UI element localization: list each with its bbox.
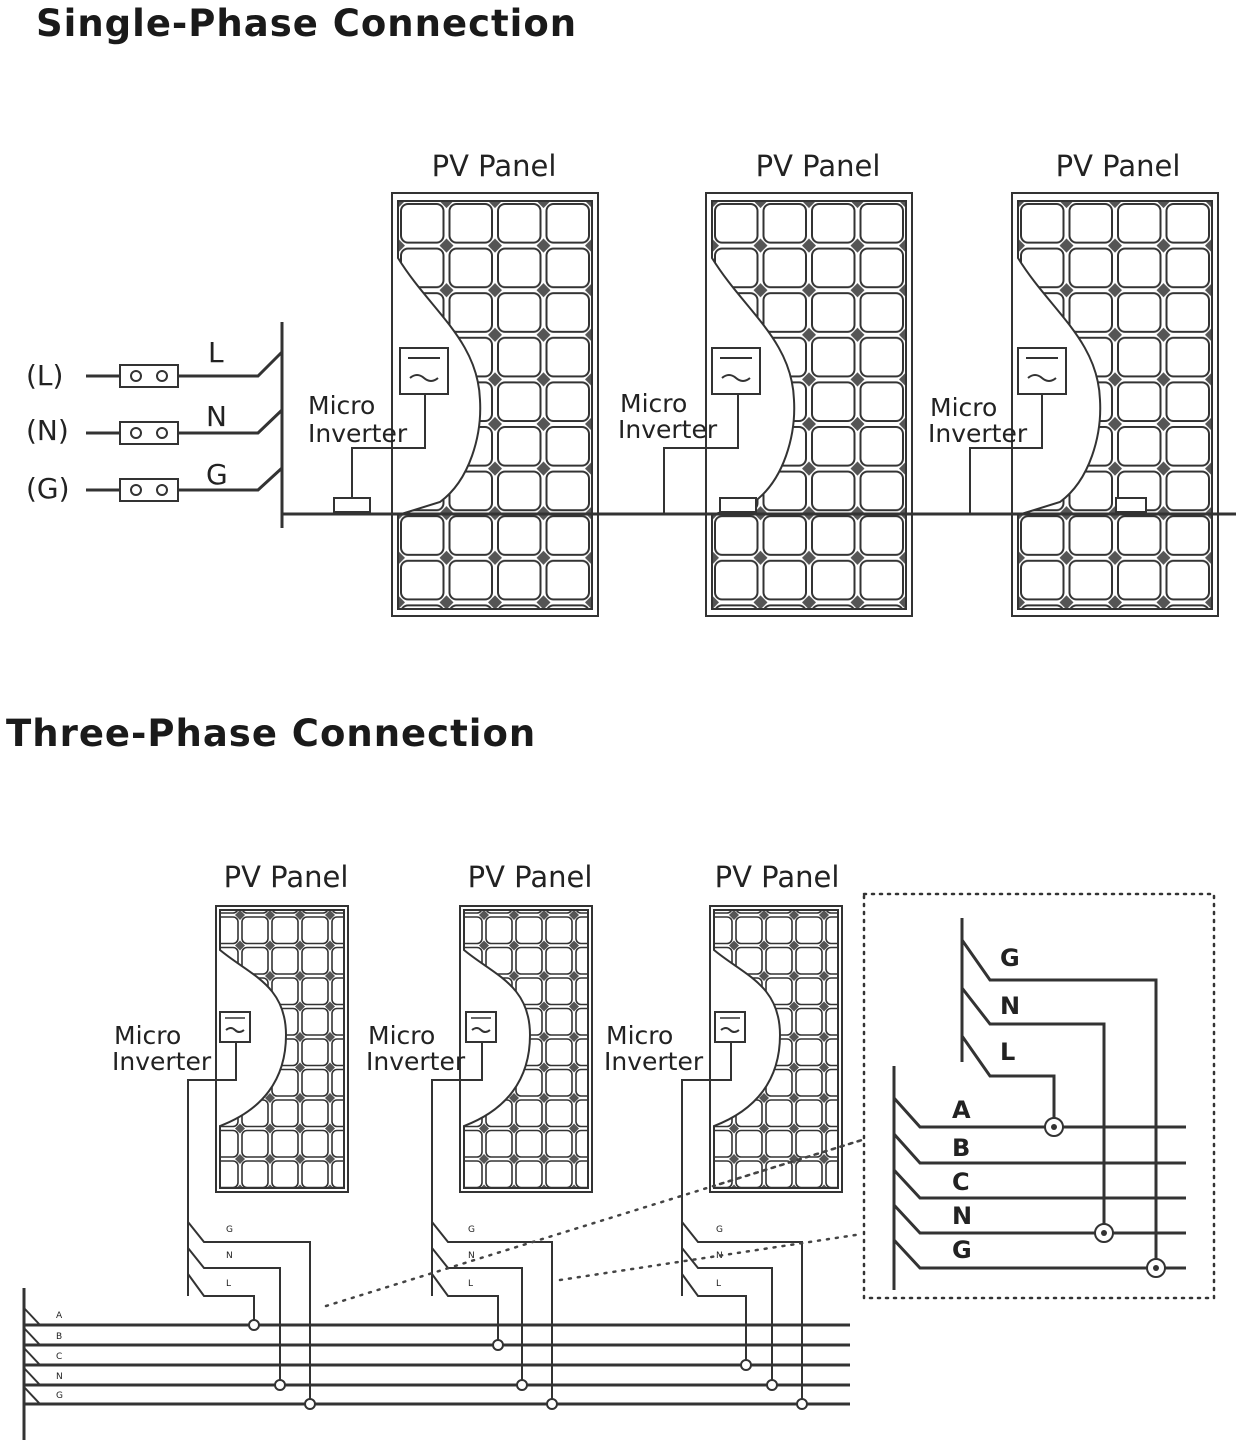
conductor-label: L xyxy=(208,336,224,369)
micro-inverter-label: Inverter xyxy=(604,1047,704,1076)
three-phase-title: Three-Phase Connection xyxy=(6,712,537,755)
terminal-label: (G) xyxy=(26,472,70,505)
detail-bus-label: B xyxy=(952,1134,970,1162)
detail-tap-label: G xyxy=(1000,944,1020,972)
micro-inverter xyxy=(187,1011,251,1296)
three-phase-section: PV Panel PV Panel PV Panel xyxy=(22,860,1216,1440)
terminal-block xyxy=(119,364,179,388)
tap-label: L xyxy=(468,1279,473,1289)
terminal-block xyxy=(119,421,179,445)
pv-panel-label: PV Panel xyxy=(224,860,349,894)
tap-label: G xyxy=(468,1225,475,1235)
micro-inverter-label: Inverter xyxy=(112,1047,212,1076)
micro-inverter xyxy=(663,347,761,514)
single-phase-section: PV Panel PV Panel PV Panel xyxy=(26,149,1236,617)
conductor-label: G xyxy=(206,458,228,491)
callout-line xyxy=(558,1232,864,1282)
bus-line-label: B xyxy=(56,1332,62,1342)
pv-panel xyxy=(705,192,913,617)
micro-inverter-label: Inverter xyxy=(366,1047,466,1076)
micro-inverter-label: Inverter xyxy=(618,415,718,444)
inverter-tap: G N L xyxy=(431,1221,558,1410)
tap-label: G xyxy=(716,1225,723,1235)
pv-panel-label: PV Panel xyxy=(756,149,881,183)
pv-panel xyxy=(459,905,593,1193)
detail-bus-label: C xyxy=(952,1168,970,1196)
bus-line-label: G xyxy=(56,1391,63,1401)
detail-tap-label: L xyxy=(1000,1038,1015,1066)
terminal-row-n: (N) N xyxy=(26,400,284,447)
three-phase-bus: A B C N G xyxy=(22,1288,850,1440)
pv-panel-label: PV Panel xyxy=(468,860,593,894)
pv-panel xyxy=(709,905,843,1193)
pv-panel-label: PV Panel xyxy=(715,860,840,894)
bus-line-label: C xyxy=(56,1352,62,1362)
terminal-row-l: (L) L xyxy=(26,336,284,392)
terminal-label: (L) xyxy=(26,359,63,392)
micro-inverter-label: Micro xyxy=(606,1021,673,1050)
micro-inverter-label: Micro xyxy=(368,1021,435,1050)
pv-panel xyxy=(1011,192,1219,617)
detail-tap-label: N xyxy=(1000,992,1020,1020)
tap-label: L xyxy=(716,1279,721,1289)
micro-inverter xyxy=(969,347,1147,514)
micro-inverter xyxy=(333,347,449,514)
inverter-tap: G N L xyxy=(187,1221,316,1410)
conductor-label: N xyxy=(206,400,227,433)
bus-line-label: N xyxy=(56,1372,63,1382)
terminal-row-g: (G) G xyxy=(26,458,284,505)
detail-bus-label: N xyxy=(952,1202,972,1230)
inverter-tap: G N L xyxy=(681,1221,808,1410)
detail-callout: G N L A B C N G xyxy=(862,892,1216,1300)
bus-line-label: A xyxy=(56,1311,63,1321)
callout-line xyxy=(718,1138,864,1186)
pv-panel-label: PV Panel xyxy=(432,149,557,183)
micro-inverter xyxy=(431,1011,497,1296)
terminal-label: (N) xyxy=(26,414,69,447)
tap-label: L xyxy=(226,1279,231,1289)
tap-label: N xyxy=(226,1251,233,1261)
micro-inverter-label: Micro xyxy=(620,389,687,418)
terminal-block xyxy=(119,478,179,502)
micro-inverter-label: Micro xyxy=(930,393,997,422)
single-phase-title: Single-Phase Connection xyxy=(36,2,578,45)
micro-inverter-label: Micro xyxy=(114,1021,181,1050)
pv-panel xyxy=(391,192,599,617)
pv-panel xyxy=(215,905,349,1193)
detail-bus-label: G xyxy=(952,1236,972,1264)
micro-inverter-label: Inverter xyxy=(928,419,1028,448)
micro-inverter-label: Inverter xyxy=(308,419,408,448)
micro-inverter-label: Micro xyxy=(308,391,375,420)
pv-panel-label: PV Panel xyxy=(1056,149,1181,183)
detail-bus-label: A xyxy=(952,1096,971,1124)
tap-label: G xyxy=(226,1225,233,1235)
tap-label: N xyxy=(468,1251,475,1261)
micro-inverter xyxy=(681,1011,746,1296)
